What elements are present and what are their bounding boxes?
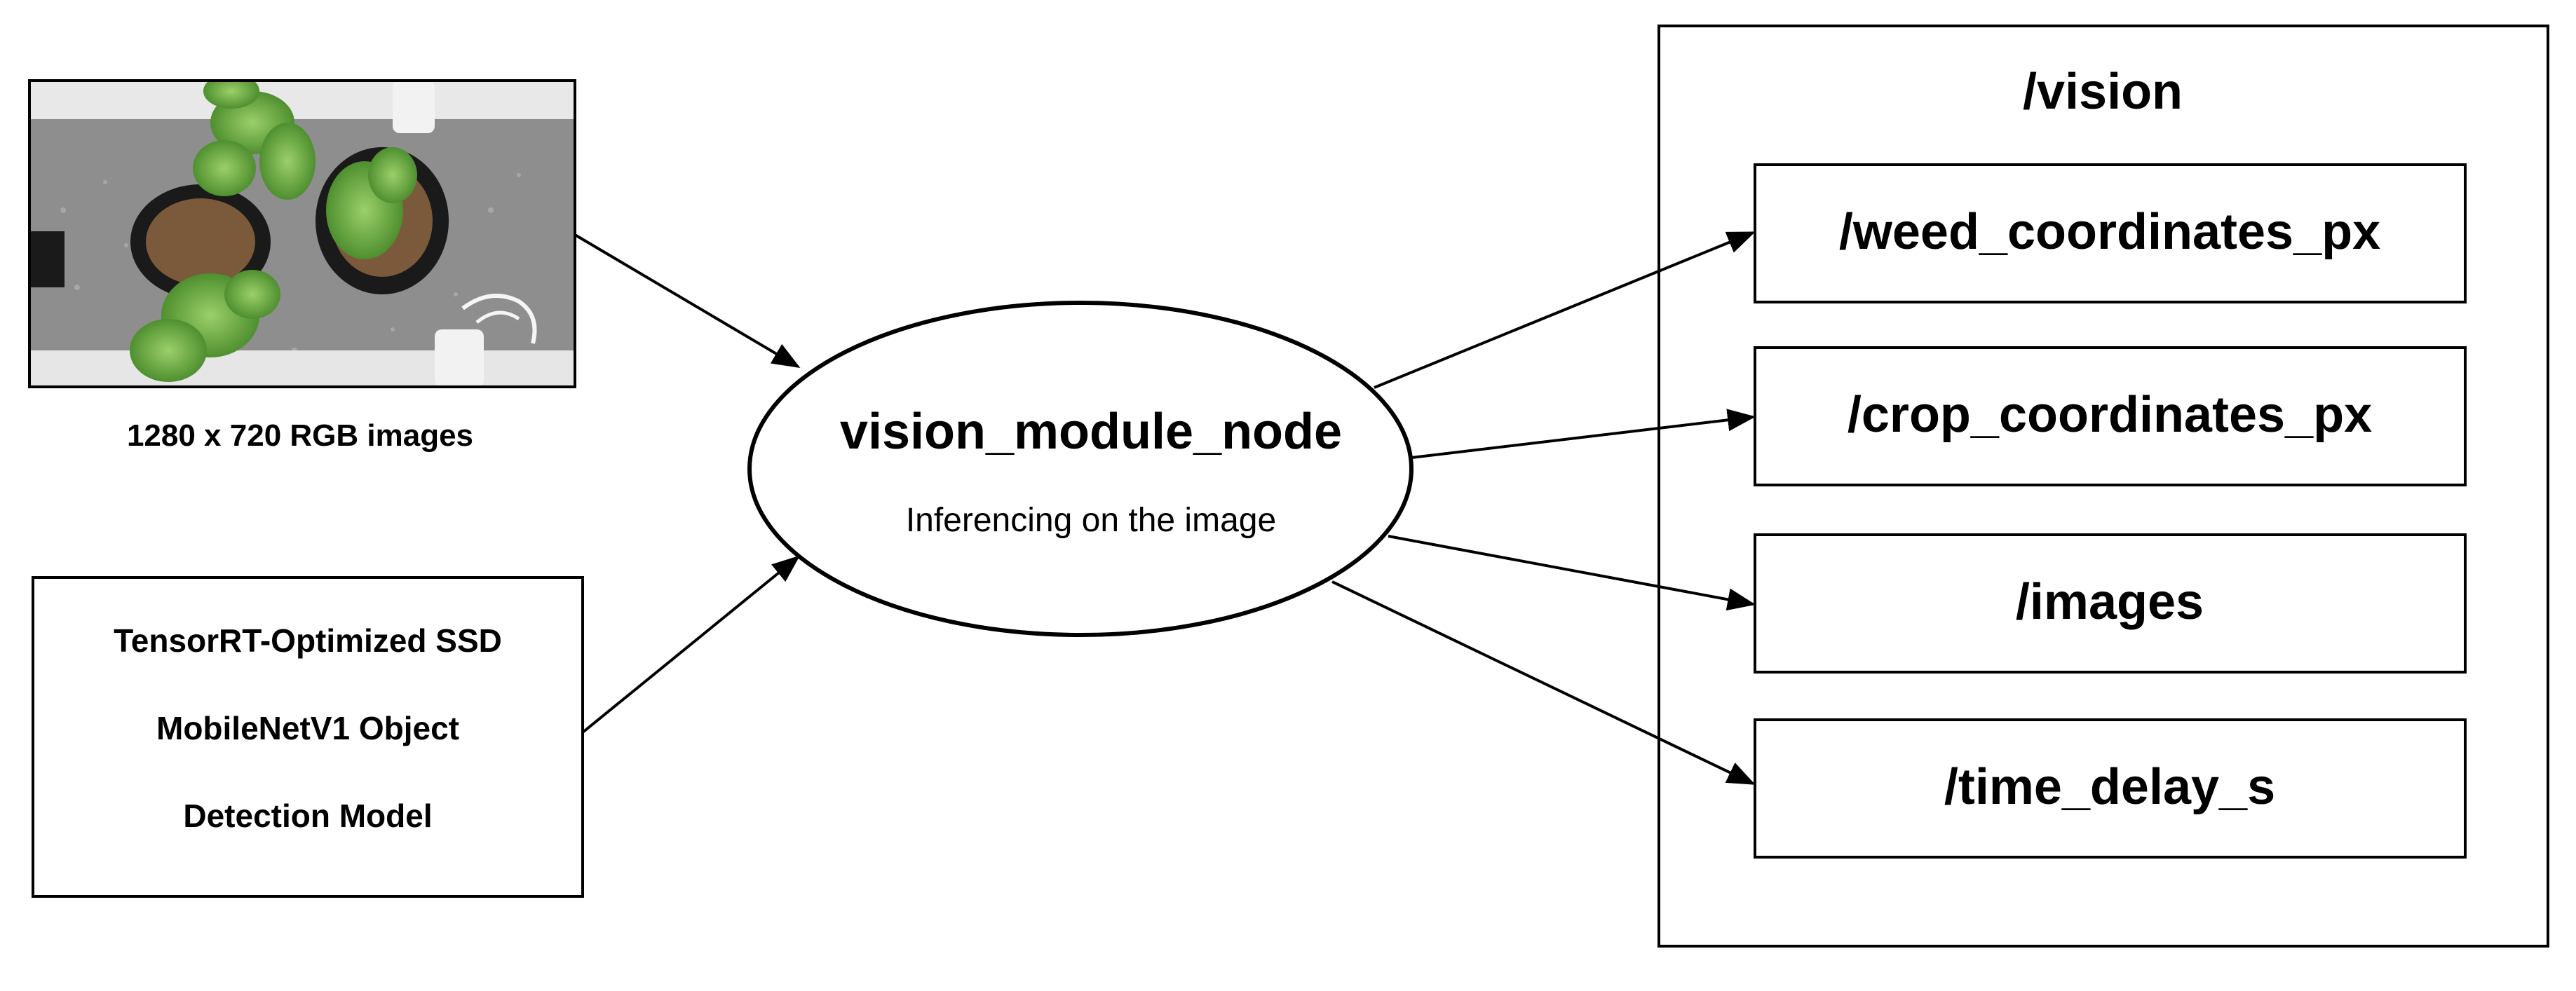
vision-namespace-box: /vision /weed_coordinates_px /crop_coord… bbox=[1658, 25, 2549, 948]
arrow-node-to-images bbox=[1388, 535, 1756, 611]
node-title: vision_module_node bbox=[840, 404, 1342, 460]
vision-module-node: vision_module_node Inferencing on the im… bbox=[747, 301, 1414, 637]
topic-label: /images bbox=[2016, 574, 2204, 630]
input-image-caption: 1280 x 720 RGB images bbox=[127, 418, 473, 453]
topic-label: /time_delay_s bbox=[1944, 759, 2275, 815]
arrow-image-to-node bbox=[574, 233, 801, 369]
topic-crop-coordinates: /crop_coordinates_px bbox=[1754, 346, 2467, 486]
model-box-line-1: TensorRT-Optimized SSD bbox=[114, 622, 502, 659]
arrow-node-to-weed bbox=[1374, 231, 1756, 389]
topic-time-delay: /time_delay_s bbox=[1754, 718, 2467, 859]
input-image-photo bbox=[28, 79, 576, 388]
topic-label: /weed_coordinates_px bbox=[1839, 204, 2380, 260]
model-box-line-2: MobileNetV1 Object bbox=[156, 710, 459, 746]
arrow-node-to-crop bbox=[1411, 409, 1756, 459]
topic-label: /crop_coordinates_px bbox=[1848, 387, 2372, 443]
namespace-title: /vision bbox=[2023, 64, 2183, 120]
topic-weed-coordinates: /weed_coordinates_px bbox=[1754, 163, 2467, 303]
topic-images: /images bbox=[1754, 533, 2467, 674]
plant-tray-photo-icon bbox=[29, 81, 575, 387]
node-subtitle: Inferencing on the image bbox=[906, 502, 1276, 539]
arrow-model-to-node bbox=[581, 555, 801, 734]
model-box-line-3: Detection Model bbox=[183, 798, 432, 834]
model-box: TensorRT-Optimized SSD MobileNetV1 Objec… bbox=[32, 576, 584, 898]
arrow-node-to-time-delay bbox=[1331, 580, 1756, 785]
